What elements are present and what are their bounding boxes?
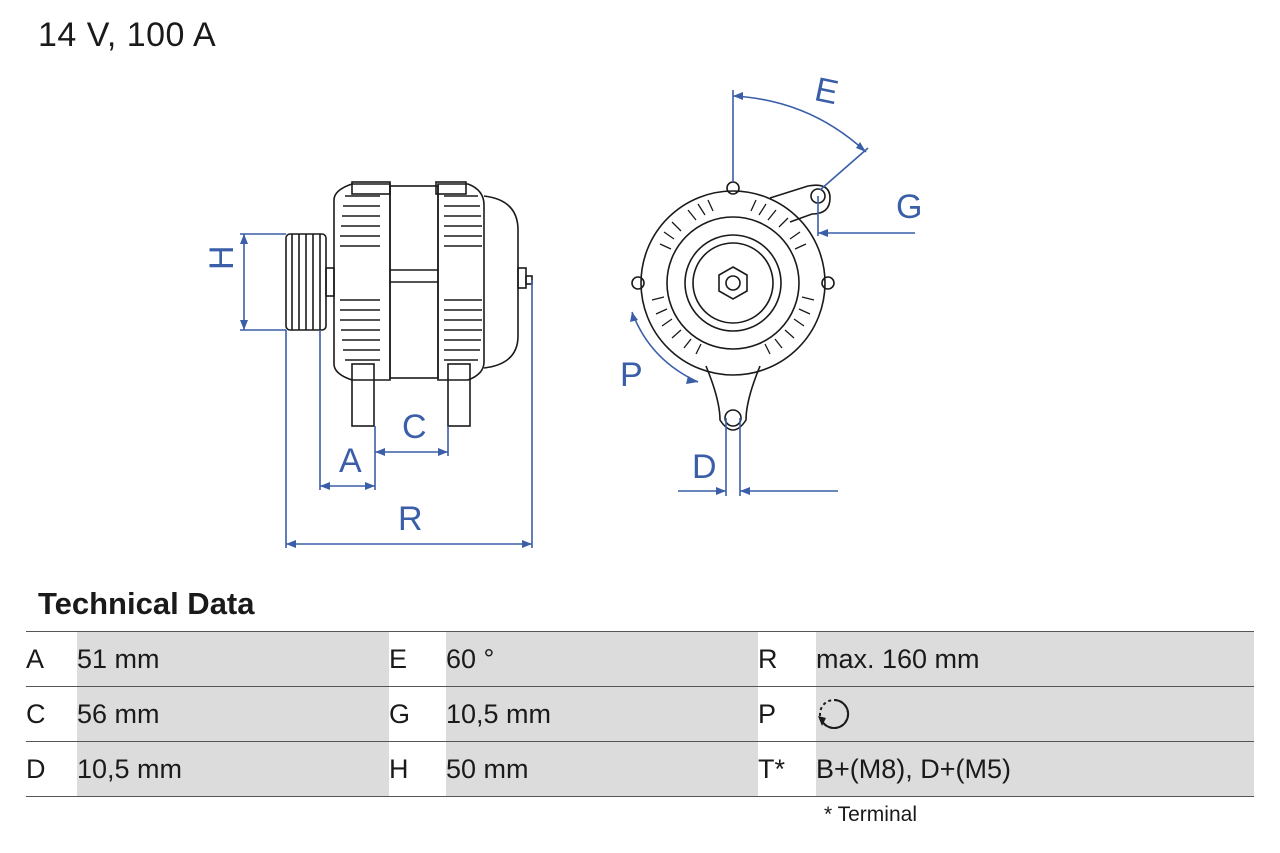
label-d: D [692, 448, 717, 486]
spec-key: C [26, 686, 77, 742]
clockwise-rotation-icon [818, 698, 850, 729]
table-row: A 51 mm E 60 ° R max. 160 mm [26, 631, 1254, 687]
spec-value: 60 ° [446, 631, 758, 687]
alternator-drawing: E G H P C A R D [203, 70, 922, 548]
spec-key: R [758, 631, 816, 687]
dimension-labels: E G H P C A R D [203, 70, 922, 538]
footnote: * Terminal [824, 803, 917, 826]
spec-value: 50 mm [446, 741, 758, 797]
dimension-arrows [240, 92, 866, 548]
label-p: P [620, 356, 643, 394]
side-view [285, 181, 533, 427]
spec-value: 10,5 mm [77, 741, 389, 797]
spec-value: 51 mm [77, 631, 389, 687]
spec-value: 56 mm [77, 686, 389, 742]
spec-key: T* [758, 741, 816, 797]
spec-key: P [758, 686, 816, 742]
technical-data-title: Technical Data [38, 586, 255, 621]
label-r: R [398, 500, 423, 538]
label-e: E [811, 70, 841, 112]
spec-key: D [26, 741, 77, 797]
label-h: H [203, 245, 241, 270]
spec-key: E [389, 631, 446, 687]
spec-value-rotation [816, 686, 1254, 742]
table-row: D 10,5 mm H 50 mm T* B+(M8), D+(M5) [26, 741, 1254, 797]
mounting-foot-front [351, 363, 375, 427]
spec-key: G [389, 686, 446, 742]
spec-key: A [26, 631, 77, 687]
technical-data-table: A 51 mm E 60 ° R max. 160 mm C 56 mm G 1… [26, 631, 1254, 797]
rear-housing [437, 183, 485, 381]
spec-value: max. 160 mm [816, 631, 1254, 687]
label-c: C [402, 408, 427, 446]
label-g: G [896, 188, 922, 226]
dimension-lines [240, 90, 915, 548]
bottom-lug [705, 365, 761, 431]
spec-value: B+(M8), D+(M5) [816, 741, 1254, 797]
product-title: 14 V, 100 A [38, 16, 217, 54]
front-view [631, 181, 835, 431]
spec-key: H [389, 741, 446, 797]
rear-cover [483, 195, 519, 369]
table-row: C 56 mm G 10,5 mm P [26, 686, 1254, 742]
mounting-foot-rear [447, 363, 471, 427]
front-housing [333, 183, 391, 381]
spec-value: 10,5 mm [446, 686, 758, 742]
label-a: A [339, 442, 362, 480]
shaft-nut [718, 266, 748, 300]
housing-outer-circle [640, 190, 826, 376]
